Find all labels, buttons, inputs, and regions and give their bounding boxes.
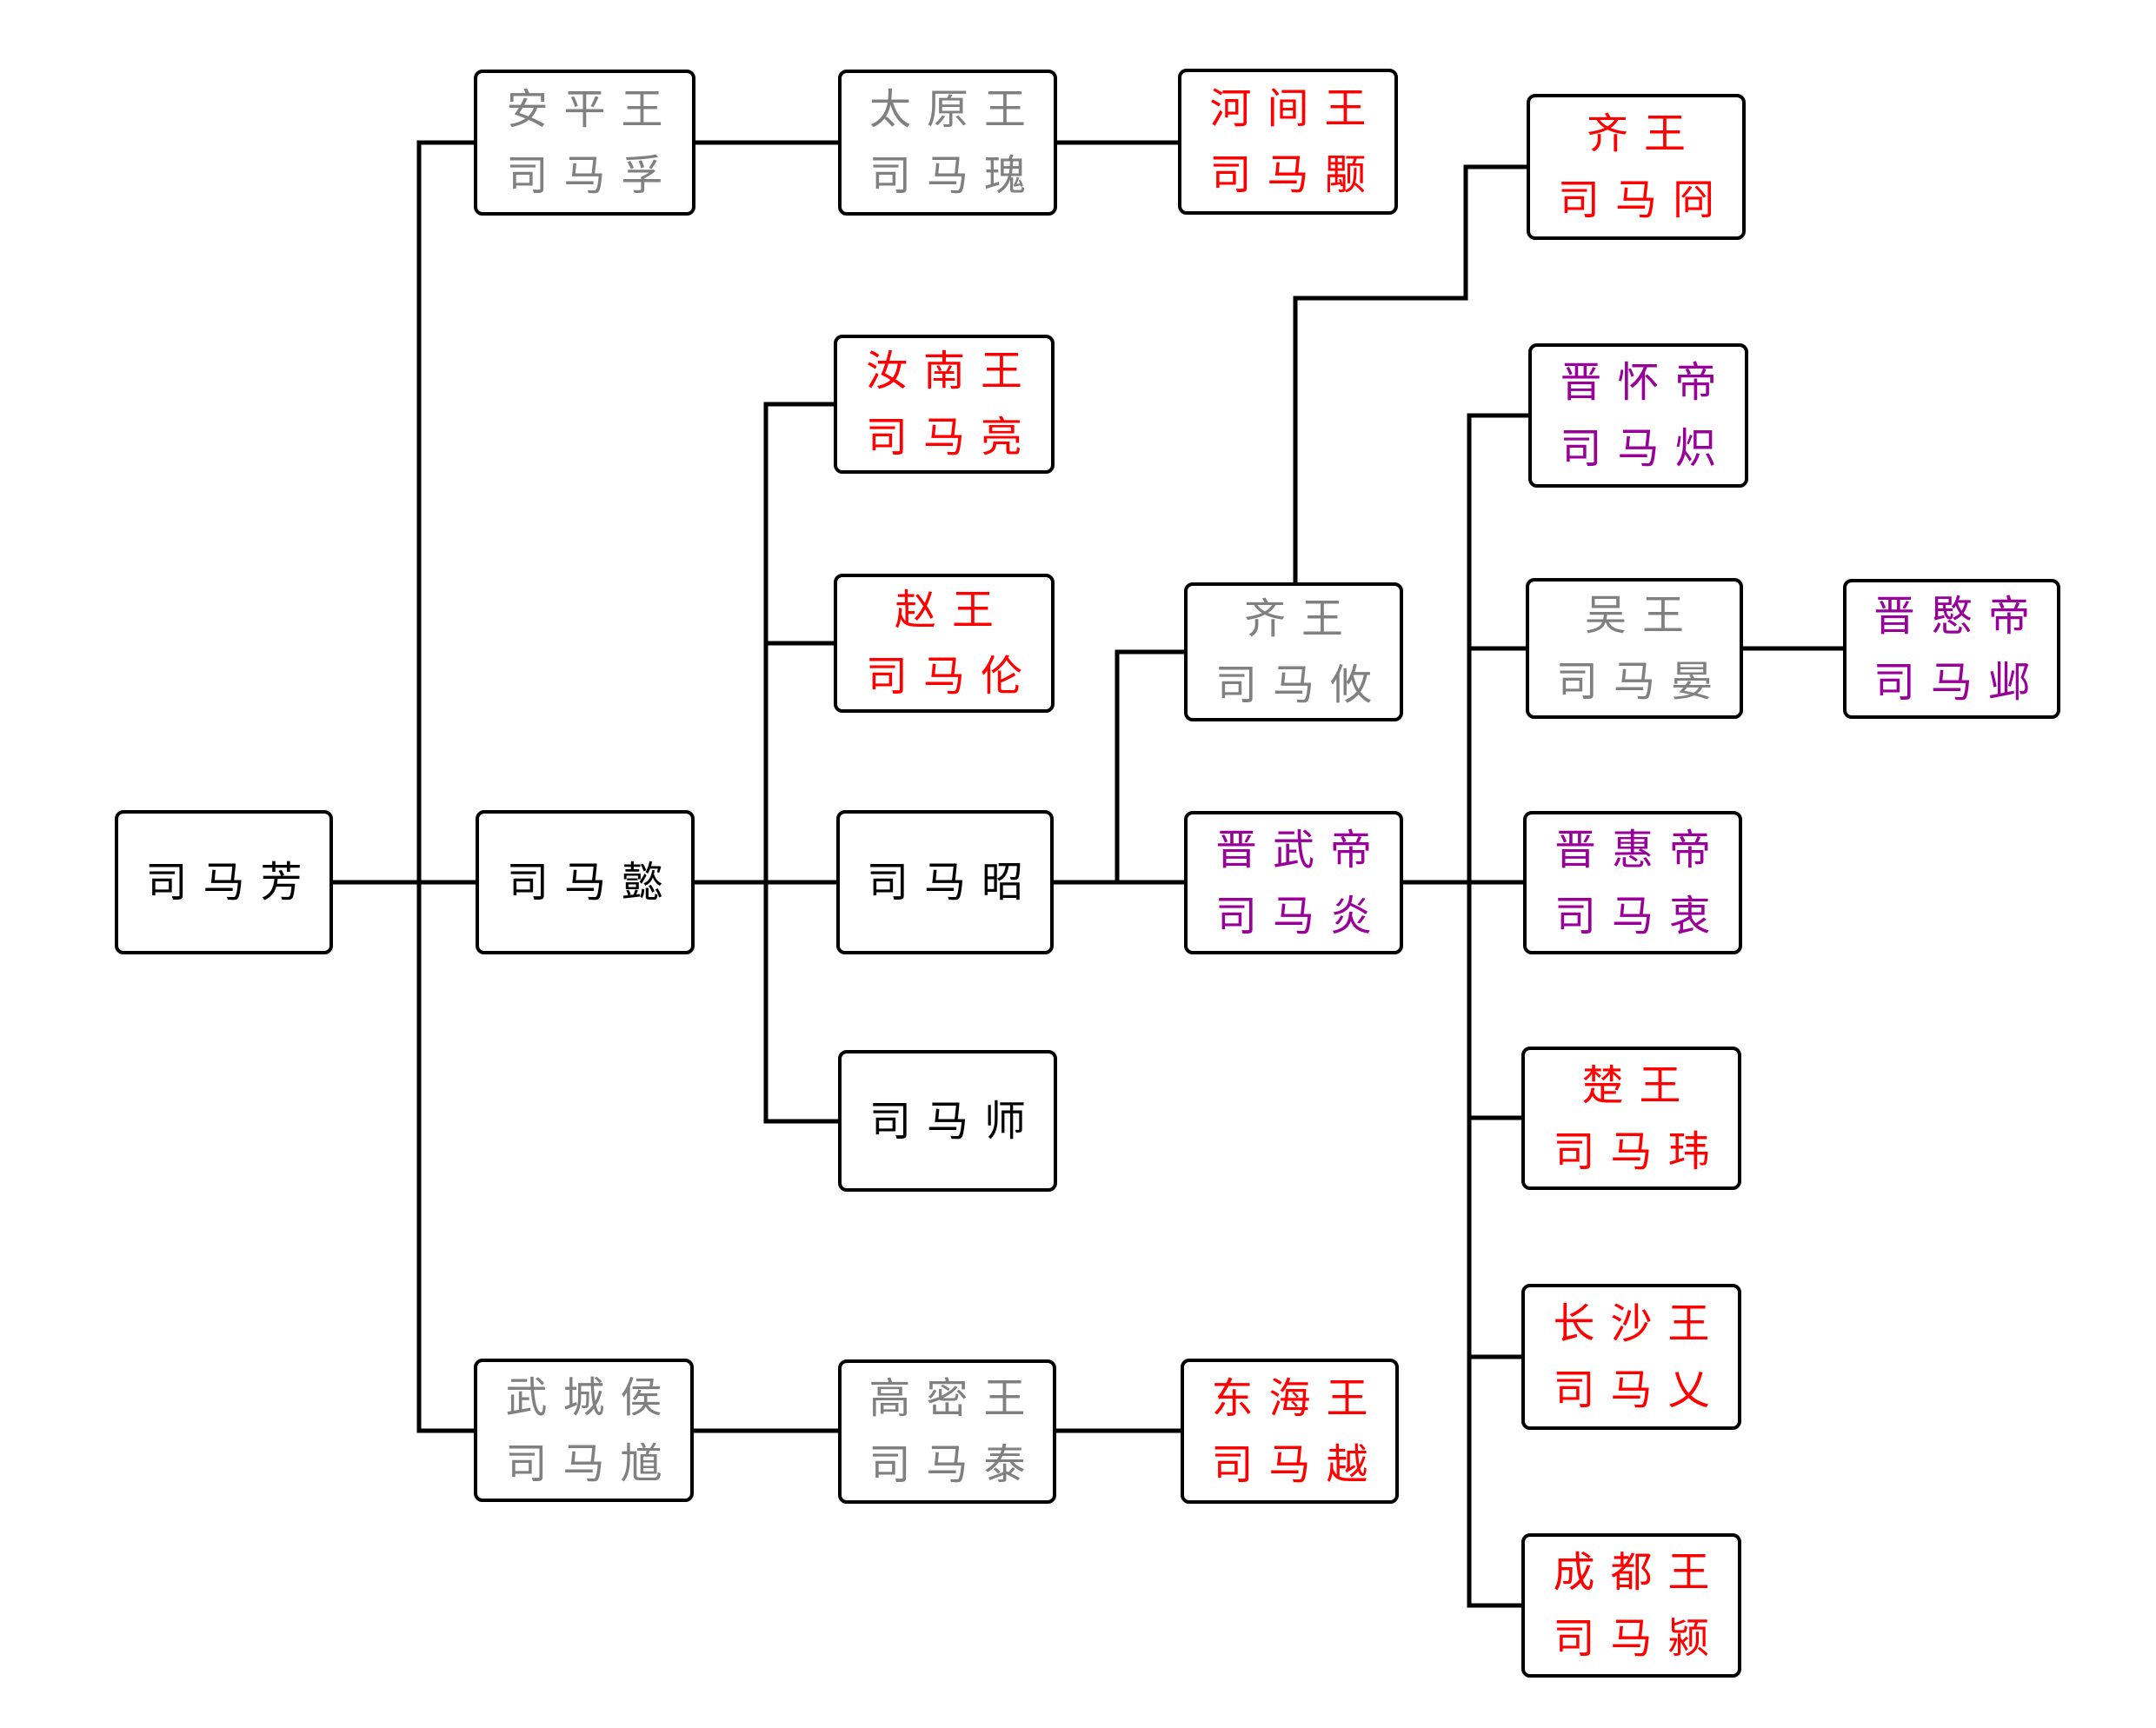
person-node-hejian-wang-yong: 河间王司马颙	[1178, 69, 1398, 215]
person-node-changsha-wang-ai: 长沙王司马乂	[1521, 1284, 1741, 1430]
person-name-line: 司马芳	[145, 858, 318, 907]
person-name-line: 吴王	[1584, 591, 1700, 640]
person-name-line: 司马玮	[1553, 1127, 1726, 1176]
person-node-sima-zhao: 司马昭	[836, 810, 1054, 954]
person-name-line: 司马颙	[1209, 150, 1382, 199]
person-node-qi-wang-you: 齐王司马攸	[1184, 582, 1403, 721]
person-node-runan-wang-liang: 汝南王司马亮	[834, 335, 1055, 474]
person-name-line: 司马泰	[868, 1440, 1041, 1489]
person-name-line: 司马懿	[506, 858, 679, 907]
person-node-sima-yi: 司马懿	[476, 810, 695, 954]
person-name-line: 高密王	[868, 1374, 1041, 1423]
person-name-line: 司马冏	[1557, 176, 1730, 224]
person-name-line: 安平王	[506, 85, 679, 134]
person-name-line: 楚王	[1581, 1060, 1697, 1110]
person-name-line: 晋愍帝	[1873, 591, 2046, 641]
person-name-line: 司马瑰	[868, 151, 1041, 200]
person-name-line: 司马攸	[1214, 661, 1387, 709]
person-name-line: 东海王	[1211, 1373, 1384, 1423]
person-name-line: 司马颍	[1553, 1614, 1726, 1663]
person-node-jin-wu-di-yan: 晋武帝司马炎	[1184, 811, 1403, 954]
person-node-anping-wang-fu: 安平王司马孚	[474, 70, 695, 216]
person-name-line: 司马昭	[866, 858, 1039, 907]
person-node-chu-wang-wei: 楚王司马玮	[1521, 1047, 1741, 1190]
person-name-line: 武城侯	[505, 1372, 678, 1422]
person-name-line: 司马炽	[1560, 424, 1733, 473]
person-name-line: 司马乂	[1553, 1366, 1726, 1414]
person-node-chengdu-wang-ying: 成都王司马颍	[1521, 1533, 1741, 1678]
person-node-donghai-wang-yue: 东海王司马越	[1181, 1359, 1399, 1504]
person-name-line: 司马衷	[1554, 891, 1727, 940]
person-name-line: 齐王	[1586, 110, 1701, 158]
person-name-line: 太原王	[868, 85, 1041, 134]
person-node-jin-hui-di-zhong: 晋惠帝司马衷	[1523, 811, 1742, 954]
person-name-line: 司马晏	[1555, 657, 1728, 706]
person-name-line: 河间王	[1209, 84, 1382, 133]
person-name-line: 司马越	[1211, 1439, 1384, 1489]
person-node-sima-shi: 司马师	[838, 1050, 1057, 1192]
person-name-line: 司马孚	[506, 151, 679, 200]
connector-branch-to-you	[1115, 649, 1187, 885]
person-name-line: 司马馗	[505, 1439, 678, 1488]
person-name-line: 赵王	[894, 586, 1009, 635]
person-node-qi-wang-jiong: 齐王司马冏	[1527, 94, 1746, 240]
person-node-zhao-wang-lun: 赵王司马伦	[834, 574, 1055, 713]
person-node-jin-huai-di-chi: 晋怀帝司马炽	[1528, 343, 1748, 488]
person-node-sima-fang: 司马芳	[115, 810, 333, 954]
person-name-line: 汝南王	[865, 347, 1038, 395]
person-node-jin-min-di-ye: 晋愍帝司马邺	[1843, 579, 2060, 719]
person-name-line: 司马邺	[1873, 657, 2046, 707]
person-node-wu-wang-yan: 吴王司马晏	[1526, 578, 1743, 719]
person-name-line: 晋惠帝	[1554, 825, 1727, 874]
person-name-line: 晋怀帝	[1560, 358, 1733, 407]
person-name-line: 晋武帝	[1214, 825, 1387, 874]
person-name-line: 齐王	[1243, 595, 1359, 643]
person-name-line: 司马亮	[865, 413, 1038, 462]
person-node-gaomi-wang-tai: 高密王司马泰	[838, 1359, 1056, 1504]
person-node-wucheng-hou-kui: 武城侯司马馗	[474, 1359, 694, 1502]
person-node-taiyuan-wang-gui: 太原王司马瑰	[838, 70, 1057, 216]
person-name-line: 司马师	[868, 1096, 1041, 1146]
person-name-line: 司马伦	[865, 652, 1038, 701]
person-name-line: 长沙王	[1553, 1299, 1726, 1348]
connector-you-to-jiong-zigzag	[1293, 164, 1529, 585]
person-name-line: 成都王	[1553, 1548, 1726, 1597]
person-name-line: 司马炎	[1214, 891, 1387, 940]
